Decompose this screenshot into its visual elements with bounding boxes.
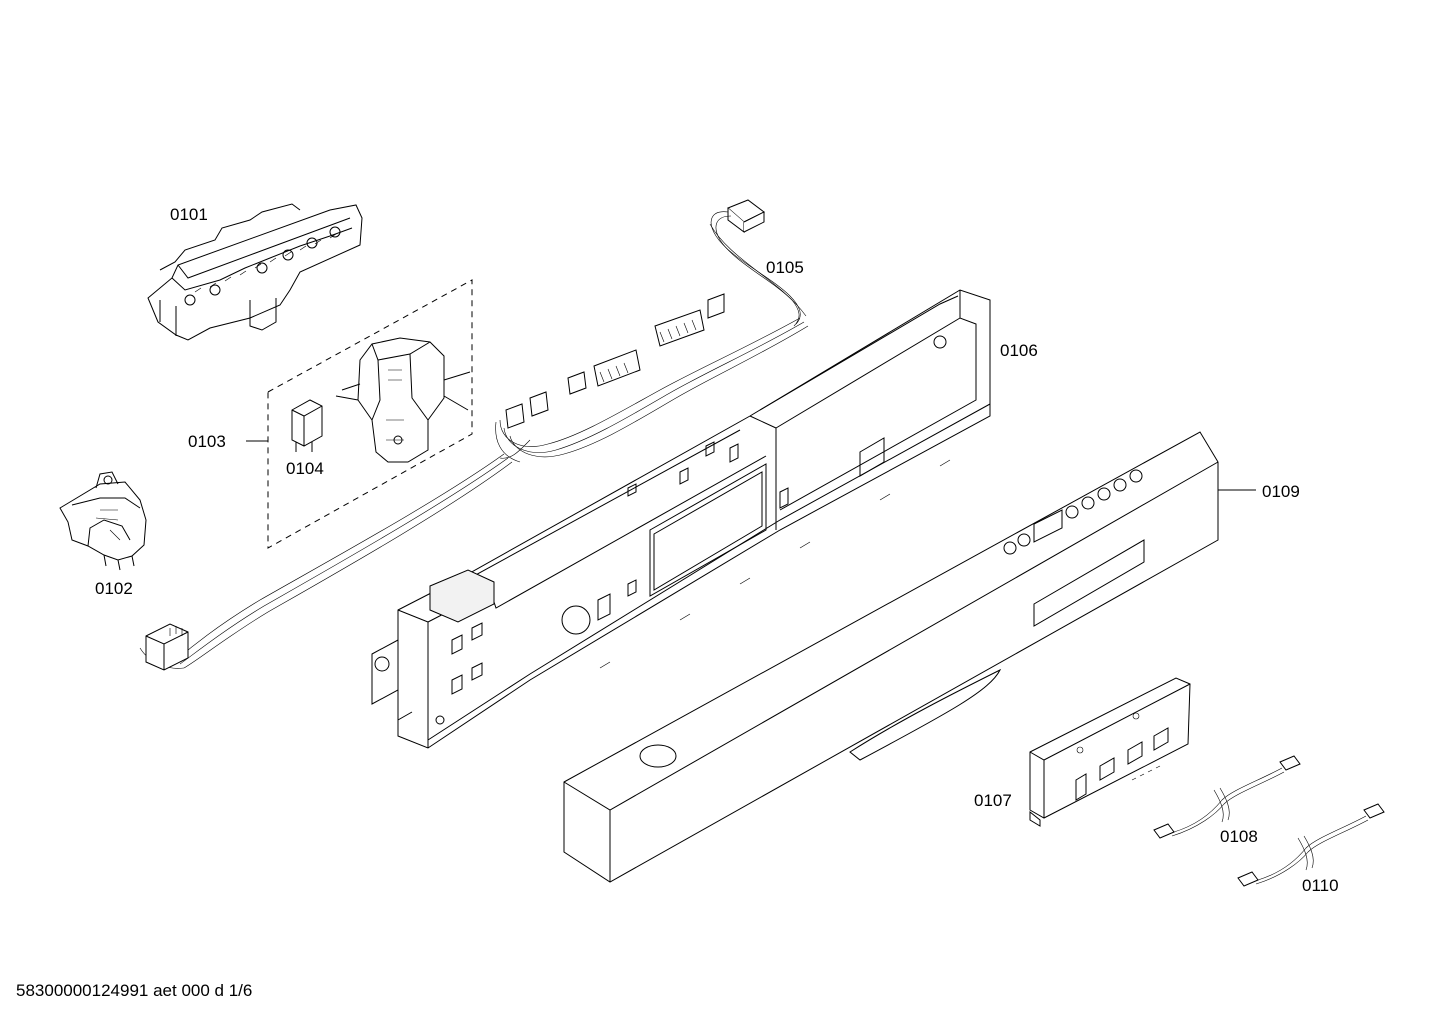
- document-reference: 58300000124991 aet 000 d 1/6: [16, 981, 253, 1000]
- label-0102: 0102: [95, 579, 133, 598]
- label-0110: 0110: [1302, 876, 1339, 895]
- label-0104: 0104: [286, 459, 324, 478]
- part-0105-wiring-harness: [139, 199, 809, 671]
- part-0101-control-module: [147, 203, 363, 341]
- label-0106: 0106: [1000, 341, 1038, 360]
- part-0106-chassis-frame: [371, 289, 991, 749]
- label-0107: 0107: [974, 791, 1012, 810]
- label-0101: 0101: [170, 205, 208, 224]
- part-0103-component: [335, 337, 471, 463]
- label-0109: 0109: [1262, 482, 1300, 501]
- part-0107-electronic-module: [1029, 677, 1191, 827]
- label-0108: 0108: [1220, 827, 1258, 846]
- part-0103-group-box: [246, 279, 473, 549]
- label-0103: 0103: [188, 432, 226, 451]
- label-0105: 0105: [766, 258, 804, 277]
- part-0102-valve-assembly: [59, 471, 147, 571]
- part-0104-capacitor: [291, 399, 323, 452]
- part-0109-front-panel: [563, 431, 1256, 883]
- part-0108-cable: [1153, 755, 1301, 839]
- part-0110-cable: [1237, 803, 1385, 887]
